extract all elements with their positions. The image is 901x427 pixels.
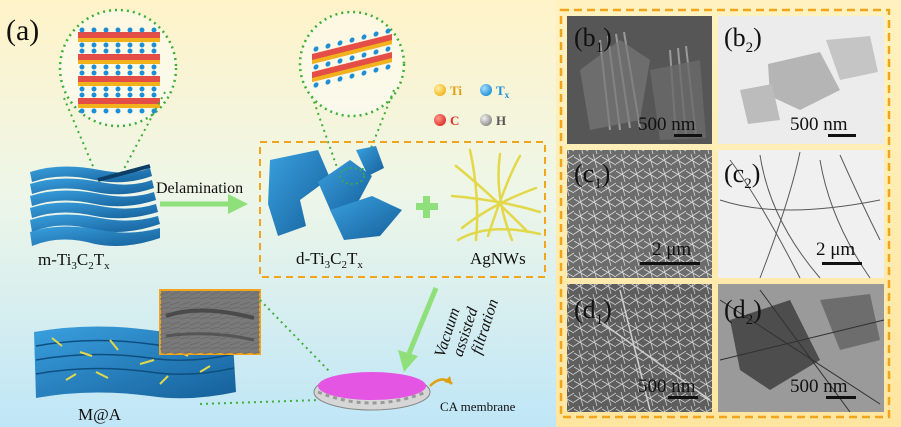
delamination-arrow (160, 194, 248, 214)
micrograph-b2-scale-bar (828, 134, 856, 137)
micrograph-c2 (718, 150, 884, 279)
legend-tx: Tx (496, 83, 510, 100)
micrograph-c1-scale-bar (640, 262, 700, 265)
bulk-structure-zoom (58, 8, 178, 181)
micrograph-b1-label: (b1) (574, 23, 612, 56)
bulk-lattice-model (78, 27, 160, 114)
membrane-label: CA membrane (440, 399, 516, 414)
micrograph-c1-label: (c1) (574, 159, 610, 192)
micrograph-c1-scale-label: 2 μm (652, 239, 691, 260)
plus-sign (416, 196, 438, 218)
legend-ti: Ti (450, 83, 462, 98)
micrograph-b1-scale-label: 500 nm (638, 114, 696, 135)
delaminated-structure-zoom (298, 10, 406, 177)
micrograph-d2-scale-label: 500 nm (790, 376, 848, 397)
micrograph-b1-overlay: (b1) 500 nm (574, 23, 702, 137)
micrograph-c1-overlay: (c1) 2 μm (574, 159, 700, 265)
legend-h: H (496, 113, 506, 128)
bulk-mxene-label: m-Ti3C2Tx (38, 250, 110, 272)
micrograph-d2-label: (d2) (724, 295, 762, 328)
delamination-label: Delamination (156, 180, 243, 197)
agnws-label: AgNWs (470, 249, 526, 268)
micrograph-b1 (567, 16, 712, 144)
micrograph-d1-label: (d1) (574, 295, 612, 328)
micrograph-frame (559, 8, 891, 419)
micrograph-b2-overlay: (b2) 500 nm (724, 23, 856, 137)
micrograph-d1-scale-bar (668, 396, 698, 399)
composite-label: M@A (78, 405, 122, 424)
agnws-illustration (450, 148, 542, 242)
micrograph-d2-scale-bar (826, 396, 856, 399)
delaminated-flakes (268, 146, 402, 240)
micrograph-b1-scale-bar (674, 134, 702, 137)
micrograph-d2 (718, 284, 885, 413)
tx-atom-icon (480, 84, 492, 96)
bulk-mxene-stack (30, 164, 160, 246)
micrograph-c2-overlay: (c2) 2 μm (724, 159, 862, 265)
ti-atom-icon (434, 84, 446, 96)
h-atom-icon (480, 114, 492, 126)
micrograph-d2-overlay: (d2) 500 nm (724, 295, 856, 399)
legend-c: C (450, 113, 459, 128)
micrograph-c2-scale-bar (822, 262, 862, 265)
micrograph-c2-scale-label: 2 μm (816, 239, 855, 260)
micrograph-b2-label: (b2) (724, 23, 762, 56)
filtration-arrow (398, 287, 439, 372)
filter-membrane (313, 372, 431, 411)
delaminated-box (259, 141, 546, 278)
delaminated-mxene-label: d-Ti3C2Tx (296, 249, 363, 271)
micrograph-b2 (718, 16, 884, 144)
micrograph-c2-label: (c2) (724, 159, 760, 192)
panel-a: (a) (0, 0, 556, 427)
c-atom-icon (434, 114, 446, 126)
micrograph-d1 (567, 284, 712, 412)
cross-section-sem-inset (159, 289, 261, 355)
micrograph-c1 (567, 150, 712, 278)
micrograph-d1-scale-label: 500 nm (638, 376, 696, 397)
element-legend: Ti Tx C H (434, 83, 510, 128)
micrograph-b2-scale-label: 500 nm (790, 114, 848, 135)
micrograph-d1-overlay: (d1) 500 nm (574, 295, 698, 399)
panel-a-label: (a) (6, 14, 39, 47)
micrograph-panel: (b1) 500 nm (b2) 500 nm (c1) 2 μm (c2) 2… (556, 0, 901, 427)
